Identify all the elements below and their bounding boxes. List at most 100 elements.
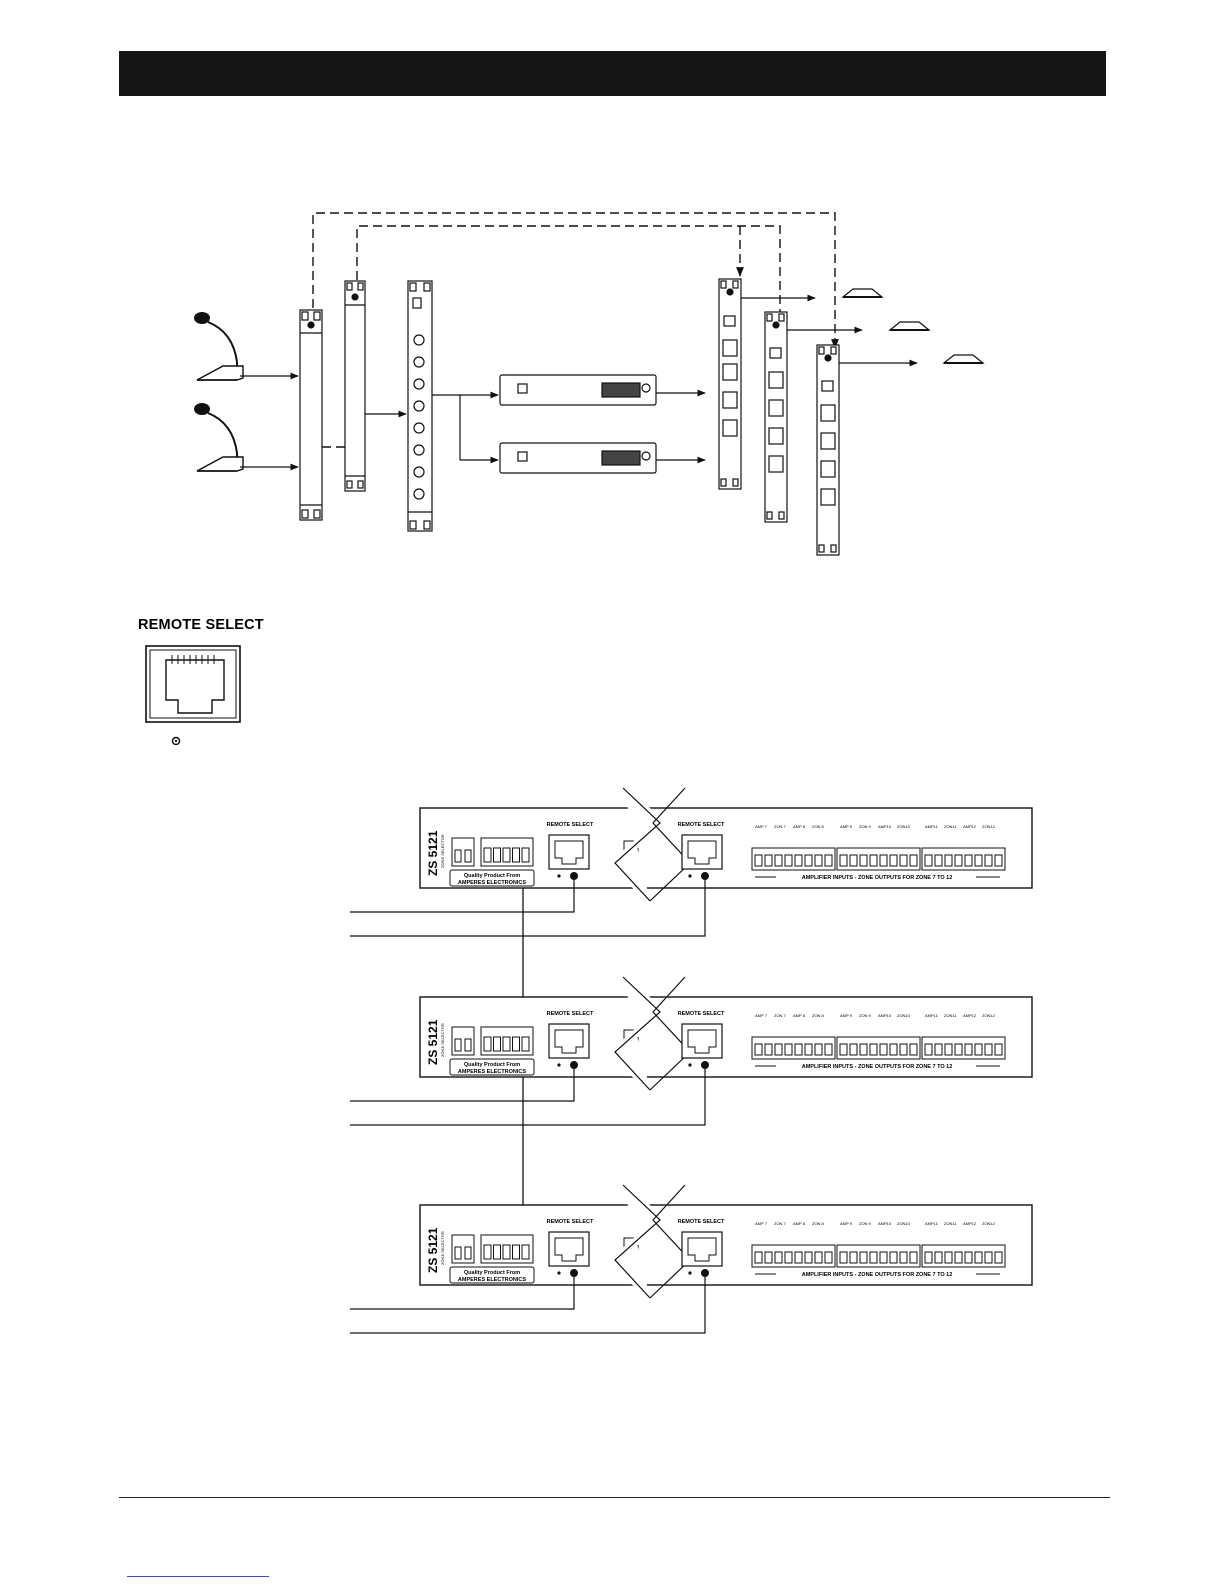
remote-cable	[350, 880, 575, 913]
remote-select-label: REMOTE SELECT	[678, 1219, 725, 1225]
cable-node	[701, 1061, 709, 1069]
terminal-label: AMP 8	[793, 1013, 806, 1018]
speaker-terminal-block	[836, 1036, 921, 1060]
header-bar	[119, 51, 1106, 96]
speaker-terminal-block	[836, 847, 921, 871]
terminal-label: AMP10	[878, 824, 892, 829]
amplifier-unit	[499, 374, 657, 406]
remote-cable	[350, 1069, 706, 1126]
terminal-label: ZON12	[982, 1013, 996, 1018]
break-line	[649, 1184, 691, 1299]
terminal-label: ZON 9	[859, 1221, 872, 1226]
brand-label: AMPERES ELECTRONICS	[458, 1277, 526, 1283]
terminal-label: ZON 8	[812, 1013, 825, 1018]
terminal-label: AMP 8	[793, 824, 806, 829]
terminal-label: ZON 9	[859, 824, 872, 829]
speaker-icon	[888, 321, 931, 331]
remote-select-label: REMOTE SELECT	[547, 1011, 594, 1017]
terminal-label: ZON 7	[774, 1221, 787, 1226]
terminal-label: ZON11	[944, 824, 957, 829]
outputs-label: AMPLIFIER INPUTS - ZONE OUTPUTS FOR ZONE…	[802, 1064, 953, 1070]
terminal-label: ZON 7	[774, 824, 787, 829]
router-rack-unit	[407, 280, 433, 532]
quality-label: Quality Product From	[464, 1062, 520, 1068]
model-label: ZS 5121	[426, 830, 440, 876]
terminal-label: ZON 8	[812, 824, 825, 829]
speaker-icon	[841, 288, 884, 298]
speaker-terminal-block	[921, 1244, 1006, 1268]
terminal-label: ZON10	[897, 1221, 911, 1226]
terminal-label: AMP 9	[840, 824, 853, 829]
speaker-terminal-block	[751, 1244, 836, 1268]
terminal-label: ZON10	[897, 1013, 911, 1018]
remote-cable	[350, 1069, 575, 1102]
outputs-label: AMPLIFIER INPUTS - ZONE OUTPUTS FOR ZONE…	[802, 1272, 953, 1278]
led-indicator-icon	[171, 736, 181, 746]
rj45-connector-icon	[145, 645, 241, 723]
terminal-label: ZON 9	[859, 1013, 872, 1018]
signal-arrows	[240, 294, 918, 471]
cable-node	[570, 872, 578, 880]
remote-select-label: REMOTE SELECT	[678, 822, 725, 828]
speaker-terminal-block	[921, 1036, 1006, 1060]
speaker-terminal-block	[751, 1036, 836, 1060]
controller-rack-unit	[344, 280, 366, 492]
terminal-label: AMP11	[925, 1221, 939, 1226]
brand-label: AMPERES ELECTRONICS	[458, 1069, 526, 1075]
terminal-label: ZON 8	[812, 1221, 825, 1226]
terminal-label: AMP 9	[840, 1221, 853, 1226]
terminal-label: AMP12	[963, 824, 977, 829]
terminal-label: AMP 7	[755, 1221, 768, 1226]
outputs-label: AMPLIFIER INPUTS - ZONE OUTPUTS FOR ZONE…	[802, 875, 953, 881]
microphone-icon	[194, 312, 244, 381]
led-dot	[557, 1063, 561, 1067]
led-dot	[688, 1063, 692, 1067]
break-line	[614, 1184, 661, 1299]
terminal-label: AMP11	[925, 824, 939, 829]
zone-selector-rack-unit	[764, 311, 788, 523]
terminal-label: AMP10	[878, 1013, 892, 1018]
led-dot	[557, 1271, 561, 1275]
brand-label: AMPERES ELECTRONICS	[458, 880, 526, 886]
terminal-label: AMP 7	[755, 824, 768, 829]
remote-cable	[350, 880, 706, 937]
footer-link-underline	[127, 1576, 269, 1577]
terminal-label: ZON12	[982, 824, 996, 829]
brand-badge	[449, 869, 535, 887]
cable-node	[570, 1061, 578, 1069]
break-line	[649, 976, 691, 1091]
microphone-icon	[194, 403, 244, 472]
terminal-label: AMP12	[963, 1221, 977, 1226]
remote-select-title: REMOTE SELECT	[138, 617, 264, 633]
speaker-icon	[942, 354, 985, 364]
amplifier-unit	[499, 442, 657, 474]
break-line	[614, 787, 661, 902]
mixer-rack-unit	[299, 309, 323, 521]
terminal-label: ZON 7	[774, 1013, 787, 1018]
model-label: ZS 5121	[426, 1019, 440, 1065]
speaker-terminal-block	[836, 1244, 921, 1268]
break-line	[614, 976, 661, 1091]
remote-select-label: REMOTE SELECT	[547, 1219, 594, 1225]
terminal-label: AMP12	[963, 1013, 977, 1018]
led-dot	[557, 874, 561, 878]
terminal-label: AMP 9	[840, 1013, 853, 1018]
terminal-label: ZON12	[982, 1221, 996, 1226]
led-dot	[688, 1271, 692, 1275]
terminal-label: AMP 8	[793, 1221, 806, 1226]
model-subtitle: ZONE SELECTOR	[440, 1023, 445, 1057]
footer-rule	[119, 1497, 1110, 1498]
remote-select-label: REMOTE SELECT	[547, 822, 594, 828]
terminal-label: ZON11	[944, 1013, 957, 1018]
zone-selector-rack-unit	[718, 278, 742, 490]
cable-node	[701, 1269, 709, 1277]
zone-selector-rack-unit	[816, 344, 840, 556]
break-line	[649, 787, 691, 902]
terminal-label: AMP10	[878, 1221, 892, 1226]
remote-cable	[350, 1277, 575, 1310]
model-label: ZS 5121	[426, 1227, 440, 1273]
